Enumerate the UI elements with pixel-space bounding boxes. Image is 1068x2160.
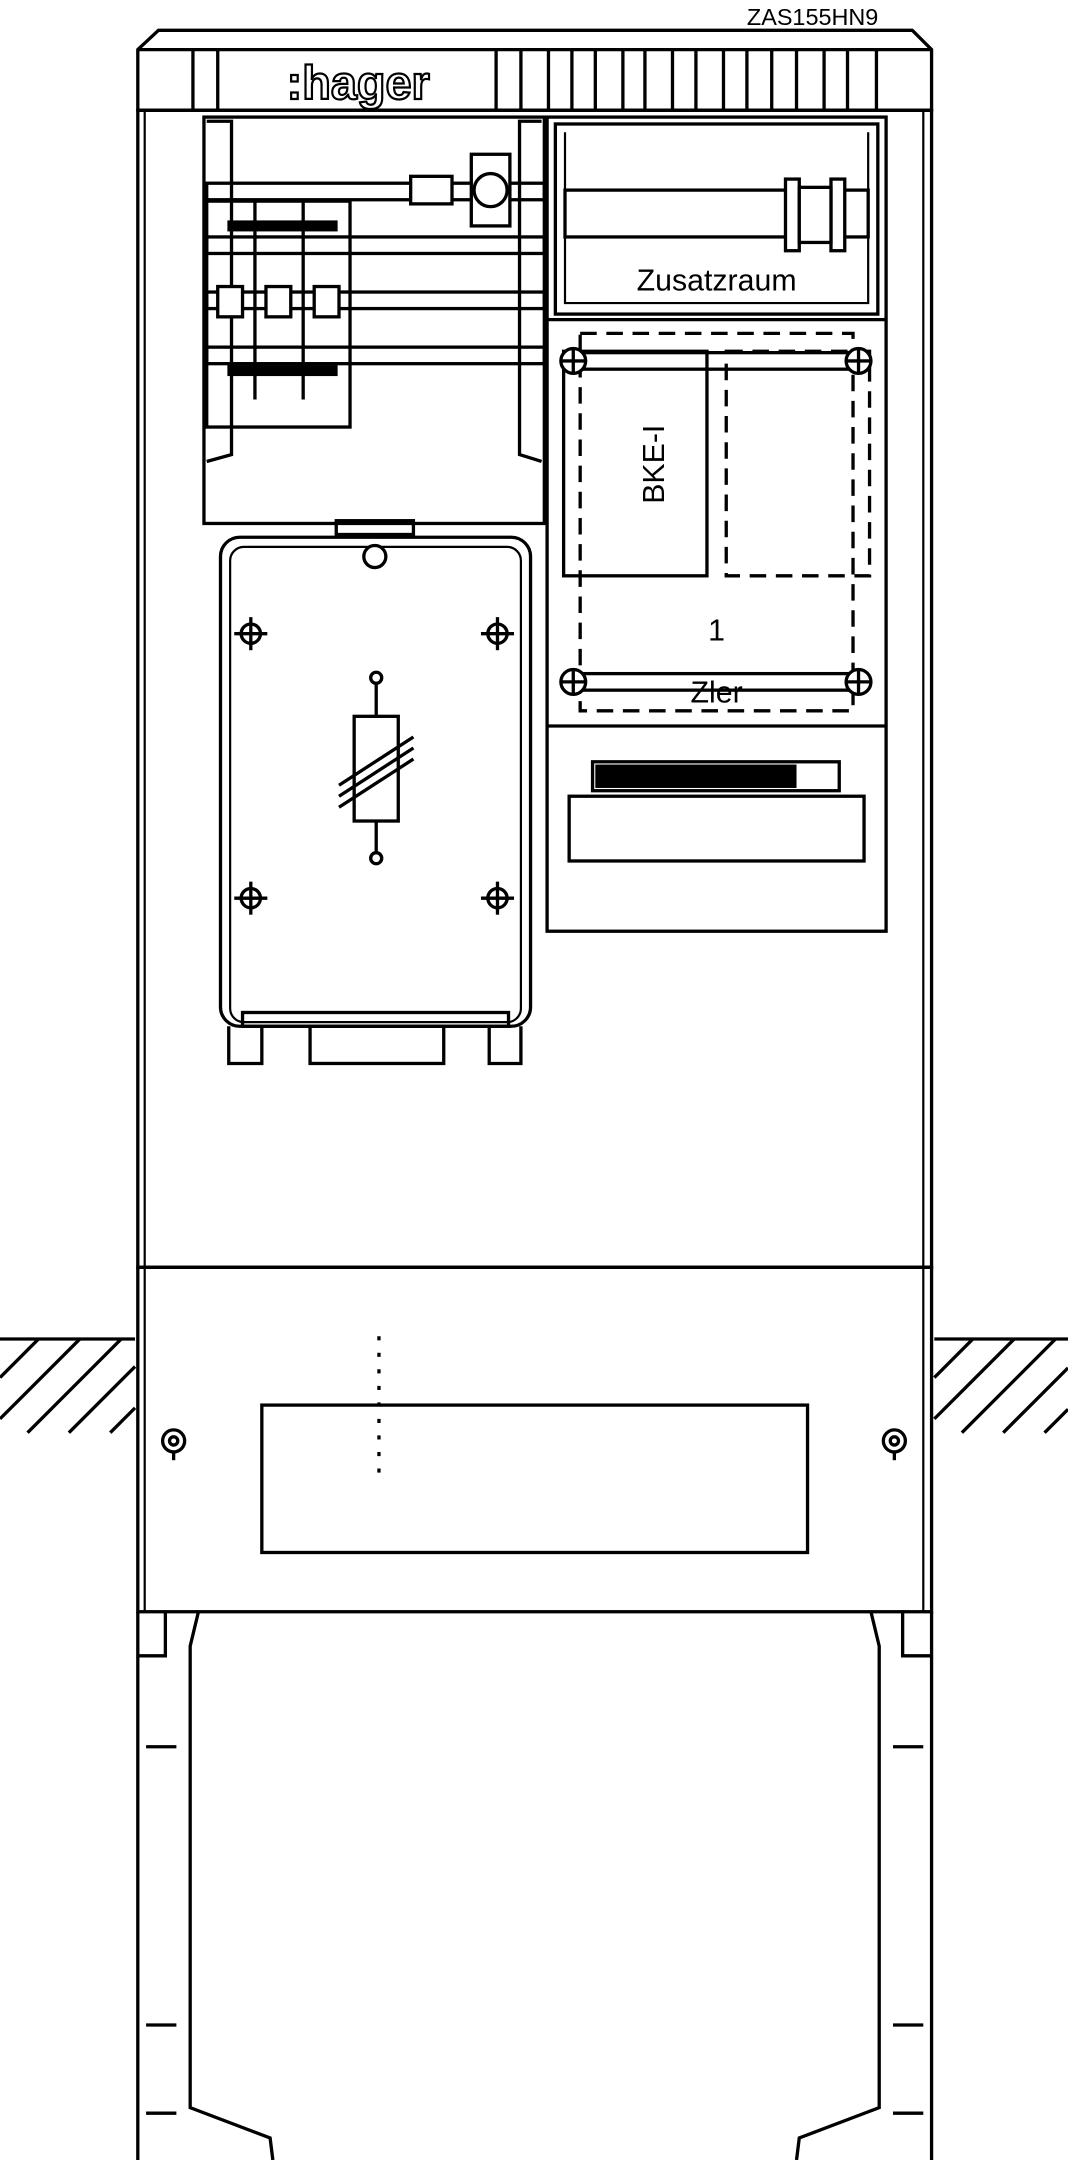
bke-label: BKE-I bbox=[638, 425, 671, 504]
model-number: ZAS155HN9 bbox=[747, 4, 878, 30]
base-legs bbox=[136, 1611, 934, 2160]
zusatzraum-label: Zusatzraum bbox=[637, 265, 797, 298]
main-fuse-compartment bbox=[202, 115, 546, 526]
right-compartment: Zusatzraum BKE-I 1 Zler bbox=[545, 115, 888, 933]
mounting-screw-icon bbox=[234, 617, 515, 915]
meter-panel bbox=[218, 519, 533, 1066]
top-cap: :hager bbox=[136, 28, 934, 112]
lock-icon bbox=[160, 1428, 908, 1461]
meter-label: Zler bbox=[690, 677, 742, 710]
meter-slot-number: 1 bbox=[708, 615, 725, 648]
rail-screw-icon bbox=[559, 346, 873, 696]
fuse-symbol-icon bbox=[338, 670, 415, 866]
hager-logo: :hager bbox=[287, 57, 430, 109]
ground-hatching bbox=[0, 1337, 1068, 1434]
base-section bbox=[136, 1265, 934, 1614]
